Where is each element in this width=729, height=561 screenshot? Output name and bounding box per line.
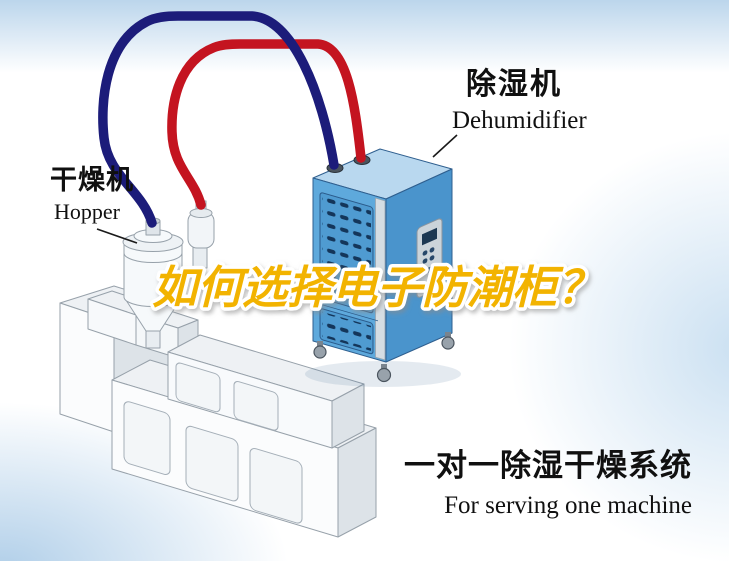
caster-wheel (441, 336, 455, 350)
dehumidifier-label: 除湿机 Dehumidifier (452, 68, 587, 135)
cabinet-front-details (316, 192, 386, 361)
machine-front-panels (123, 362, 303, 524)
lower-vent-slots (322, 311, 371, 351)
vent-grille-slots (322, 195, 371, 310)
caption-en: For serving one machine (444, 491, 692, 519)
control-button (422, 258, 428, 264)
hopper-label-cn: 干燥机 (50, 165, 134, 195)
hose-red (167, 39, 366, 210)
hopper-seam (123, 252, 183, 263)
pointer-line-dehumidifier (432, 134, 458, 158)
hopper-label: 干燥机 Hopper (50, 165, 134, 224)
cabinet-door-strip (375, 197, 386, 361)
caption-block: 一对一除湿干燥系统 For serving one machine (404, 448, 692, 520)
headline-text: 如何选择电子防潮柜？ (152, 262, 602, 313)
control-button (429, 255, 435, 261)
control-slot (423, 264, 436, 275)
caster-wheel (313, 345, 327, 359)
blower-cap (189, 208, 213, 218)
caster-wheel (376, 367, 392, 383)
hopper-unit (122, 200, 215, 349)
pointer-line-hopper (96, 228, 138, 244)
control-display (422, 227, 437, 246)
dehumidifier-label-en: Dehumidifier (452, 106, 587, 134)
dehumidifier-cabinet (312, 148, 455, 383)
caster-wheels (313, 332, 455, 383)
caption-cn: 一对一除湿干燥系统 (404, 448, 692, 483)
front-divider-line (316, 302, 378, 322)
control-button (422, 250, 428, 256)
hopper-outlet (145, 330, 161, 349)
hose-blue (98, 11, 339, 228)
control-button (429, 247, 435, 253)
control-panel (416, 218, 443, 298)
dehumidifier-label-cn: 除湿机 (466, 68, 562, 101)
hopper-body (123, 242, 183, 307)
hopper-label-en: Hopper (54, 199, 120, 225)
